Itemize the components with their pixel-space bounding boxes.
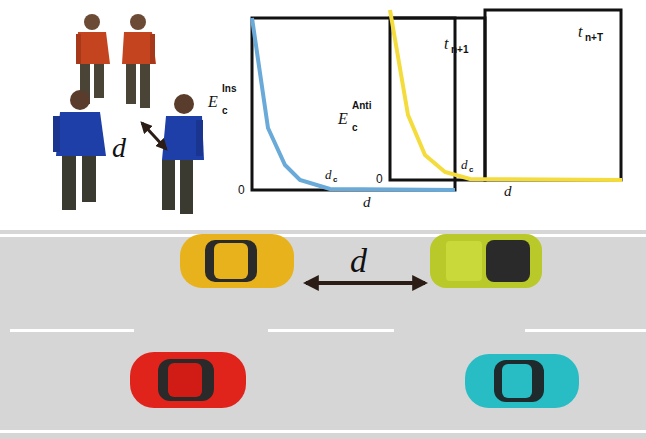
time-label: t xyxy=(578,24,582,40)
lane-line xyxy=(0,430,646,433)
car xyxy=(130,352,246,408)
pedestrian xyxy=(53,90,106,210)
car xyxy=(465,354,579,408)
distance-arrow xyxy=(142,123,166,149)
tick-label: d xyxy=(325,168,332,181)
car xyxy=(180,234,294,288)
lane-line xyxy=(0,234,646,237)
axis-label: d xyxy=(504,184,512,199)
subscript: c xyxy=(469,166,473,174)
axis-tick: 0 xyxy=(376,173,383,185)
plot-frame xyxy=(485,10,621,180)
energy-curve xyxy=(390,10,622,180)
plot-frame xyxy=(252,18,455,190)
road xyxy=(0,230,646,439)
axis-label: E xyxy=(208,94,218,110)
energy-curve xyxy=(252,18,455,190)
lane-line xyxy=(525,329,646,332)
pedestrian xyxy=(162,94,204,214)
subscript: n+1 xyxy=(451,45,469,55)
axis-label: d xyxy=(363,195,371,210)
subscript: c xyxy=(222,106,228,116)
tick-label: d xyxy=(461,158,468,171)
lane-line xyxy=(268,329,394,332)
axis-label: E xyxy=(338,111,348,127)
pedestrian xyxy=(122,14,156,108)
time-label: t xyxy=(444,36,448,52)
distance-label: d xyxy=(112,134,126,162)
distance-arrow xyxy=(306,281,425,285)
subscript: n+T xyxy=(585,33,603,43)
superscript: Ins xyxy=(222,84,236,94)
axis-tick: 0 xyxy=(238,184,245,196)
car xyxy=(430,234,542,288)
subscript: c xyxy=(352,123,358,133)
lane-line xyxy=(10,329,134,332)
subscript: c xyxy=(333,176,337,184)
superscript: Anti xyxy=(352,101,371,111)
distance-label: d xyxy=(350,244,367,278)
